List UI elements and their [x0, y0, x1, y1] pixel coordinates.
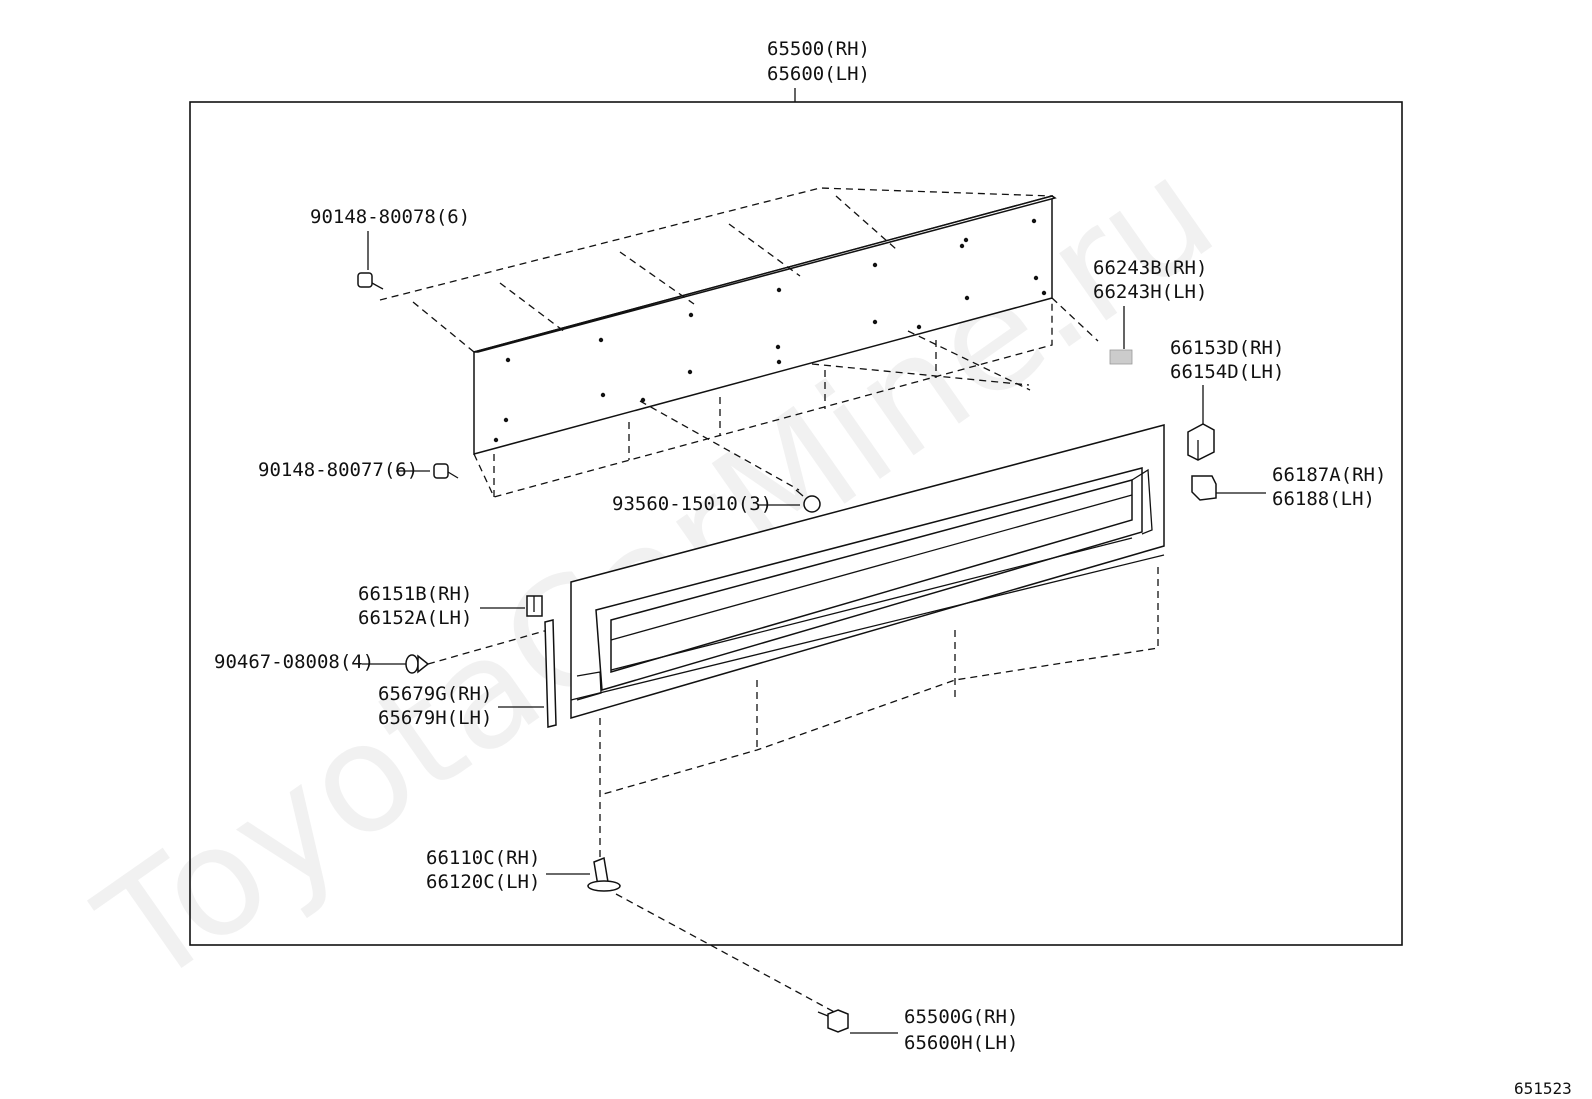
label-bolt-rh: 65500G(RH) [904, 1006, 1018, 1028]
label-screw-center: 93560-15010(3) [612, 493, 772, 515]
upper-board [473, 195, 1057, 455]
screw-center-icon [795, 489, 821, 513]
diagram-id: 651523 [1514, 1079, 1572, 1098]
screw-upper-icon [357, 272, 384, 290]
label-clip-side-rh: 66187A(RH) [1272, 464, 1386, 486]
label-rivet: 90467-08008(4) [214, 651, 374, 673]
screw-lower-icon [433, 463, 459, 479]
label-hinge-rh: 66110C(RH) [426, 847, 540, 869]
label-bolt-lh: 65600H(LH) [904, 1032, 1018, 1054]
label-screw-lower: 90148-80077(6) [258, 459, 418, 481]
label-clip-upper-lh: 66154D(LH) [1170, 361, 1284, 383]
clip-side-icon [1191, 475, 1217, 501]
label-clip-left-rh: 66151B(RH) [358, 583, 472, 605]
rivet-icon [405, 654, 430, 674]
strip-icon [544, 619, 557, 728]
label-clip-side-lh: 66188(LH) [1272, 488, 1375, 510]
hinge-guide [615, 893, 839, 1015]
clip-upper-icon [1187, 423, 1215, 461]
label-clip-upper-rh: 66153D(RH) [1170, 337, 1284, 359]
pad-icon [1109, 349, 1133, 365]
label-clip-left-lh: 66152A(LH) [358, 607, 472, 629]
label-pad-rh: 66243B(RH) [1093, 257, 1207, 279]
rivet-guide [427, 629, 549, 665]
label-panel-rh: 65500(RH) [767, 38, 870, 60]
label-strip-rh: 65679G(RH) [378, 683, 492, 705]
label-hinge-lh: 66120C(LH) [426, 871, 540, 893]
label-screw-upper: 90148-80078(6) [310, 206, 470, 228]
lower-gate-panel [570, 424, 1165, 719]
hinge-icon [587, 856, 621, 892]
label-panel-lh: 65600(LH) [767, 63, 870, 85]
assembly-frame [189, 101, 1403, 946]
upper-board-ghost [379, 187, 1099, 498]
lower-gate-ghost [599, 567, 1159, 866]
label-pad-lh: 66243H(LH) [1093, 281, 1207, 303]
label-strip-lh: 65679H(LH) [378, 707, 492, 729]
bolt-icon [817, 1009, 849, 1033]
clip-left-icon [526, 595, 543, 617]
